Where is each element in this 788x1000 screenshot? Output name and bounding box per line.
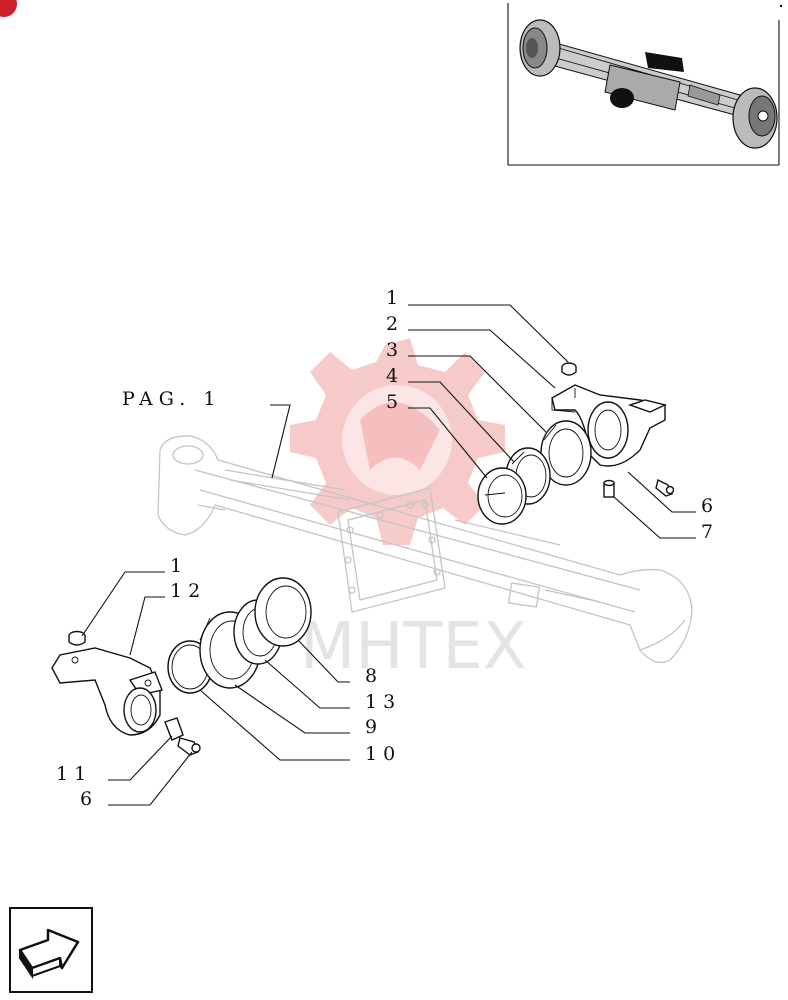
callout-top-4: 4 bbox=[386, 365, 404, 387]
callout-bottom-1: 1 bbox=[170, 555, 188, 577]
watermark-logo bbox=[290, 338, 505, 545]
callout-bottom-9: 9 bbox=[365, 716, 383, 738]
brand-badge-icon bbox=[0, 0, 17, 17]
leader-lines-top bbox=[270, 304, 696, 539]
reference-label: PAG. 1 bbox=[122, 388, 221, 410]
callout-bottom-6: 6 bbox=[80, 788, 98, 810]
part-grease-nipple-top bbox=[655, 478, 675, 497]
watermark-text: МНТЕХ bbox=[300, 610, 527, 684]
part-bolt-bottom bbox=[164, 717, 184, 741]
part-split-bushing-5 bbox=[477, 467, 527, 525]
callout-top-5: 5 bbox=[386, 391, 404, 413]
callout-top-1: 1 bbox=[386, 287, 404, 309]
callout-bottom-13: 13 bbox=[365, 691, 401, 713]
axle-housing bbox=[157, 435, 693, 664]
part-bracket-top bbox=[551, 384, 668, 467]
part-cap-bottom bbox=[68, 630, 86, 646]
inset-axle-thumbnail bbox=[507, 3, 783, 166]
part-grease-nipple-bottom bbox=[177, 737, 201, 756]
next-page-arrow-icon[interactable] bbox=[9, 907, 93, 993]
callout-bottom-8: 8 bbox=[365, 665, 383, 687]
callout-top-3: 3 bbox=[386, 339, 404, 361]
leader-lines-bottom bbox=[81, 571, 350, 806]
callout-top-7: 7 bbox=[701, 521, 719, 543]
part-cap-top bbox=[561, 362, 577, 376]
callout-top-6: 6 bbox=[701, 495, 719, 517]
callout-bottom-12: 12 bbox=[170, 580, 206, 602]
part-bracket-bottom bbox=[51, 647, 163, 736]
callout-bottom-10: 10 bbox=[365, 743, 401, 765]
callout-bottom-11: 11 bbox=[56, 763, 92, 785]
part-bolt-top bbox=[603, 479, 615, 498]
callout-top-2: 2 bbox=[386, 313, 404, 335]
part-thrust-ring-8 bbox=[254, 577, 312, 647]
